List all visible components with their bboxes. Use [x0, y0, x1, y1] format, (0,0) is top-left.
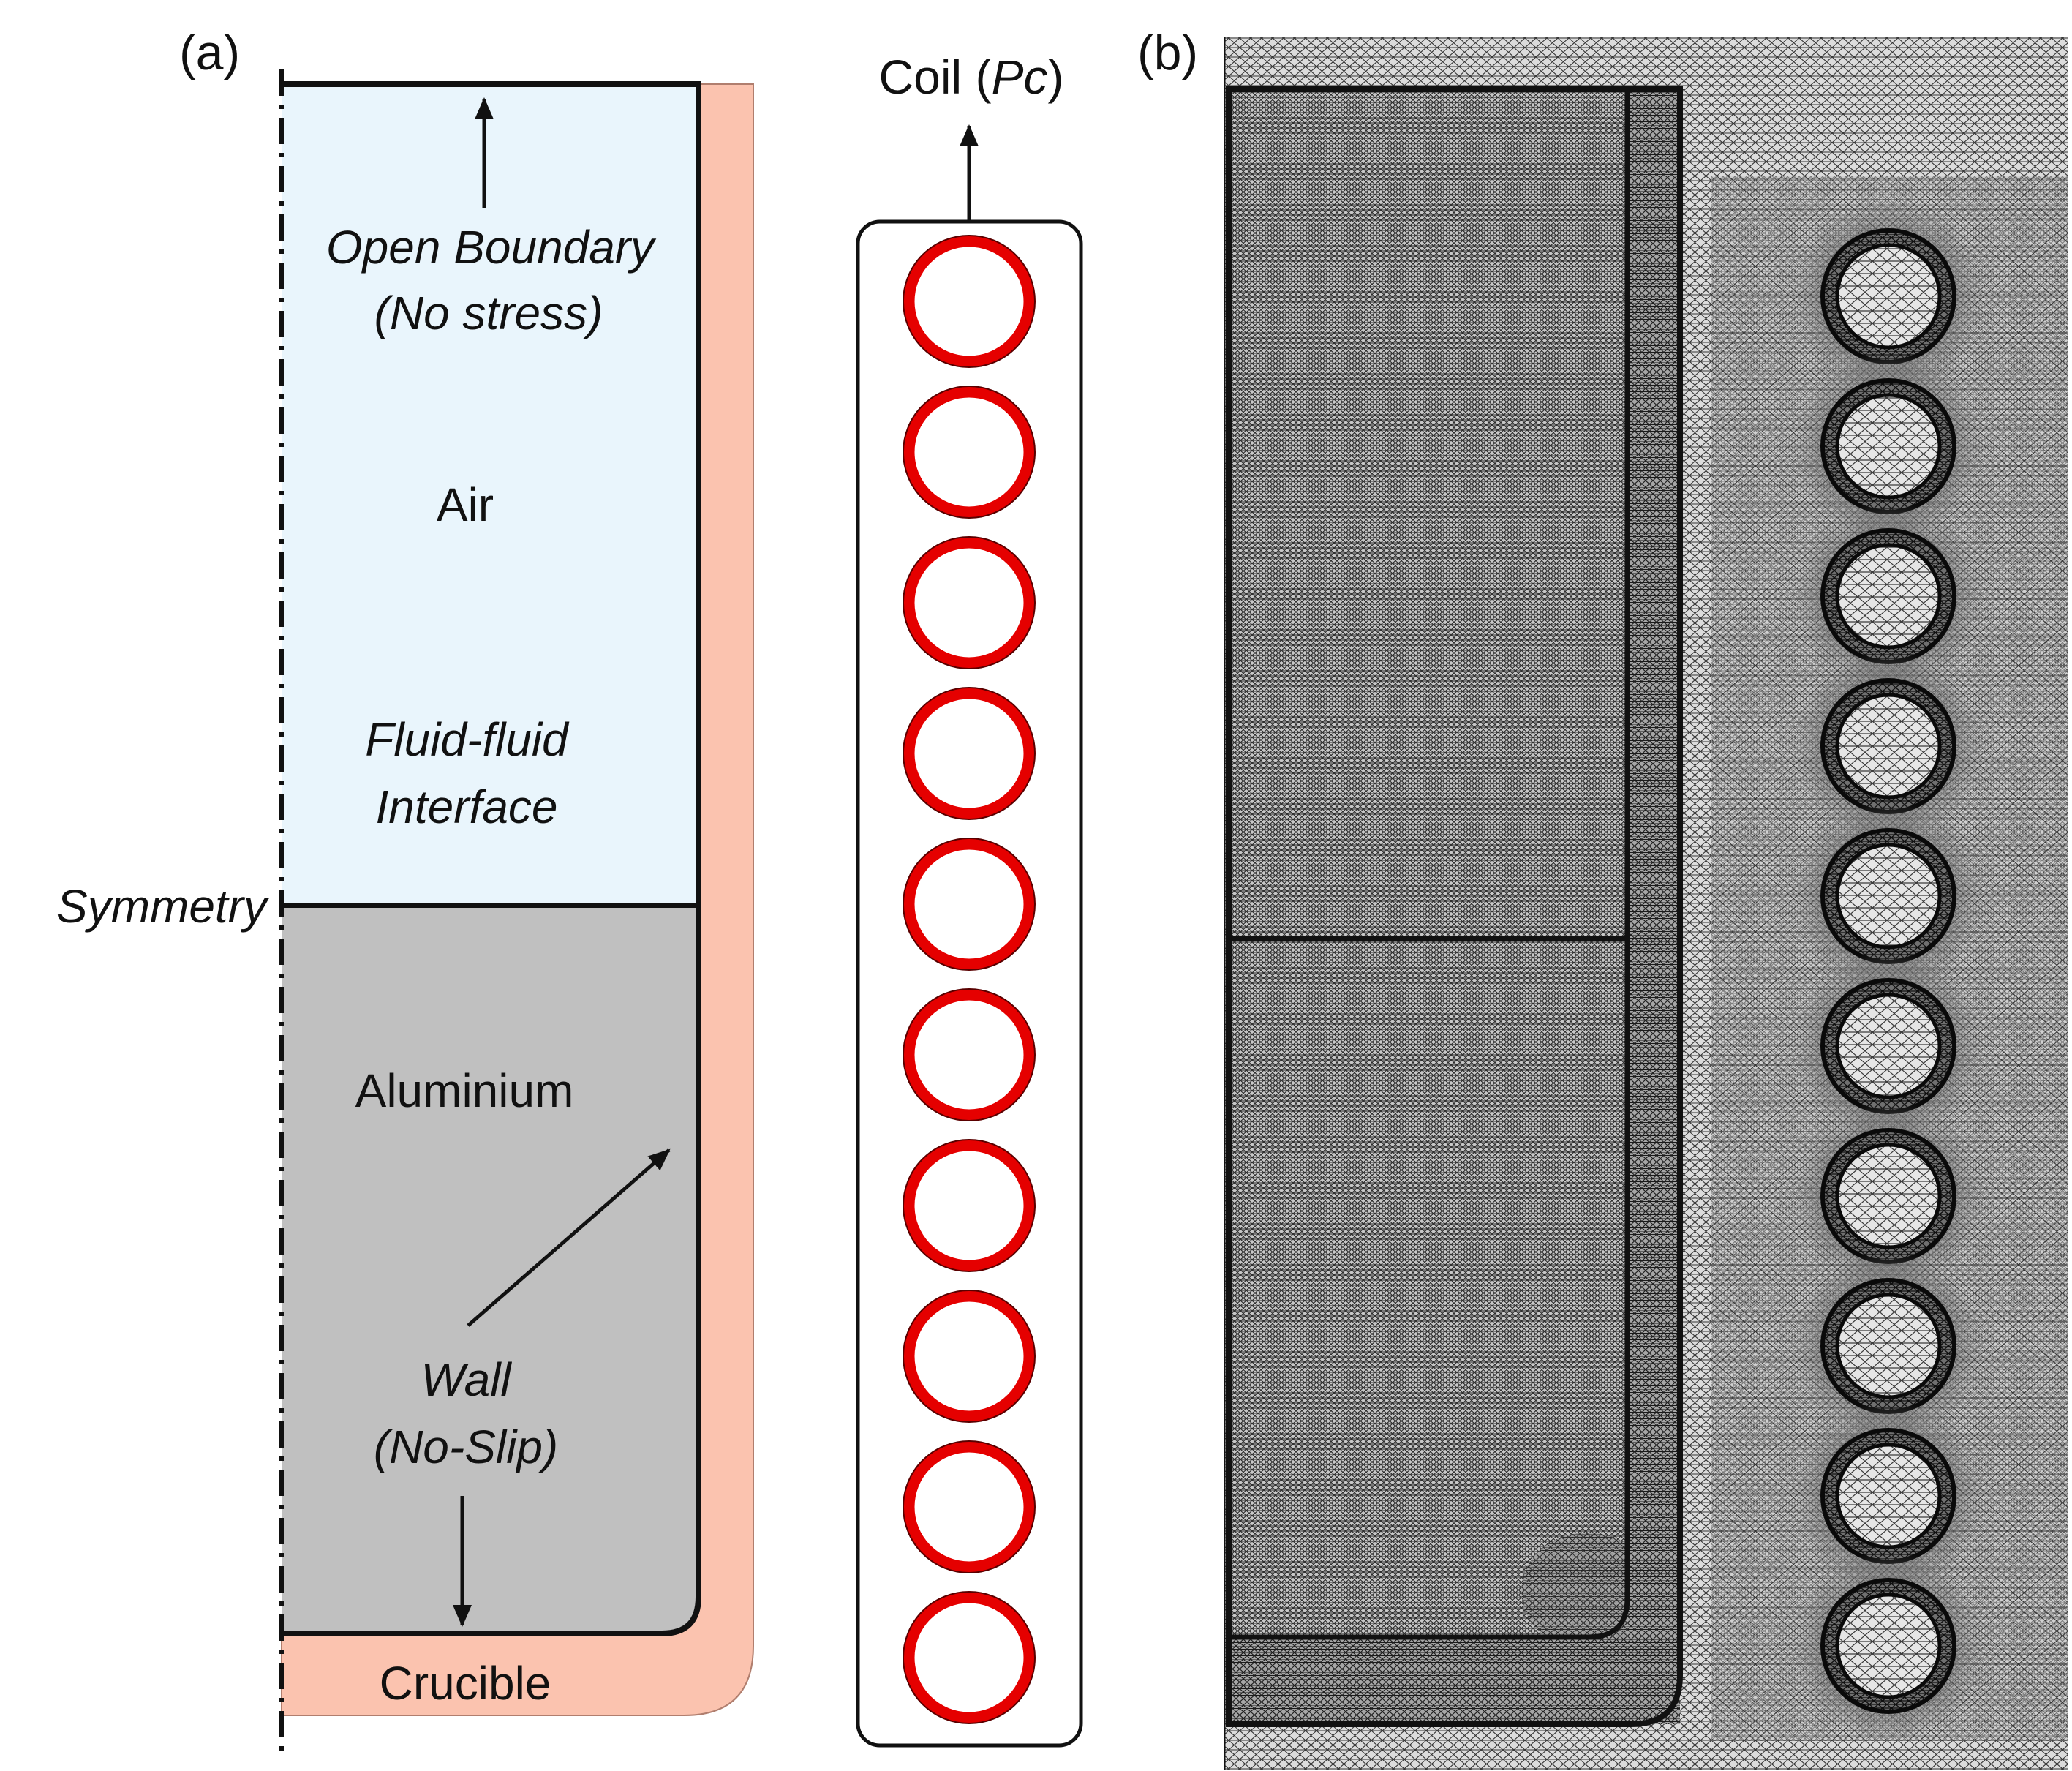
- coil-turn-core-mesh-1: [1835, 243, 1942, 350]
- aluminium-region: [282, 906, 698, 1633]
- coil-turn-outline-2: [903, 386, 1036, 519]
- coil-turn-5: [903, 838, 1035, 970]
- air-region: [282, 84, 698, 906]
- coil-turn-8: [903, 1290, 1035, 1422]
- open-boundary-sublabel: (No stress): [374, 287, 603, 339]
- coil-turn-2: [903, 386, 1035, 518]
- corner-refinement-mesh: [1521, 1533, 1653, 1650]
- coil-label-prefix: Coil (: [878, 50, 991, 104]
- air-label: Air: [437, 478, 494, 531]
- interface-label: Fluid-fluid: [365, 713, 570, 766]
- coil-turn-outline-4: [903, 687, 1036, 820]
- coil-turn-10: [903, 1592, 1035, 1723]
- coil-turn-outline-7: [903, 1139, 1036, 1272]
- coil-label-symbol: Pc: [992, 50, 1048, 104]
- aluminium-label: Aluminium: [355, 1064, 574, 1117]
- panel-b-mesh: (b): [1137, 25, 2068, 1770]
- coil-turn-outline-1: [903, 235, 1036, 368]
- crucible-outer-outline: [1226, 86, 1683, 1727]
- coil-turn-4: [903, 688, 1035, 819]
- coil-turn-core-mesh-8: [1835, 1293, 1942, 1399]
- coil-turn-outline-10: [903, 1591, 1036, 1724]
- wall-arrow: [467, 1148, 671, 1327]
- coil-turn-core-mesh-4: [1835, 693, 1942, 800]
- coil-turn-outline-9: [903, 1440, 1036, 1573]
- crucible-bottom-mesh: [1229, 1637, 1680, 1724]
- domain-inner-outline: [1229, 86, 1630, 1640]
- open-boundary-label: Open Boundary: [326, 221, 657, 274]
- coil-turn-core-mesh-9: [1835, 1443, 1942, 1549]
- interface-sublabel: Interface: [375, 781, 557, 833]
- coil-turn-outline-8: [903, 1290, 1036, 1423]
- coil-turn-outline-3: [903, 536, 1036, 669]
- coil-turn-core-mesh-10: [1835, 1593, 1942, 1699]
- coil-label-suffix: ): [1048, 50, 1064, 104]
- coil-turn-core-mesh-3: [1835, 543, 1942, 650]
- crucible-wall-mesh: [1627, 89, 1680, 1724]
- coil-label: Coil (Pc): [878, 50, 1063, 104]
- coil-turns-group: [903, 235, 1036, 1724]
- coil-turn-core-mesh-5: [1835, 843, 1942, 950]
- domain-outline: [282, 81, 701, 1636]
- coil-turn-core-mesh-6: [1835, 993, 1942, 1099]
- wall-sublabel: (No-Slip): [374, 1421, 558, 1473]
- coil-turn-9: [903, 1441, 1035, 1573]
- coil-turn-1: [903, 236, 1035, 367]
- coil-turns-mesh-group: [1793, 201, 1984, 1741]
- panel-a-tag: (a): [179, 25, 240, 80]
- coil-turn-core-mesh-7: [1835, 1143, 1942, 1249]
- domain-mesh-region: [1229, 89, 1627, 1724]
- coil-turn-core-mesh-2: [1835, 393, 1942, 500]
- coil-turn-outline-5: [903, 838, 1036, 971]
- crucible-label: Crucible: [380, 1657, 551, 1710]
- coil-turn-6: [903, 989, 1035, 1121]
- panel-a-schematic: (a) Open Boundary (No stress) Air Fluid-…: [56, 25, 1083, 1756]
- panel-b-tag: (b): [1137, 25, 1198, 80]
- coil-turn-outline-6: [903, 988, 1036, 1121]
- symmetry-label: Symmetry: [56, 880, 270, 933]
- wall-label: Wall: [421, 1353, 512, 1406]
- coil-turn-7: [903, 1140, 1035, 1271]
- coil-turn-3: [903, 537, 1035, 669]
